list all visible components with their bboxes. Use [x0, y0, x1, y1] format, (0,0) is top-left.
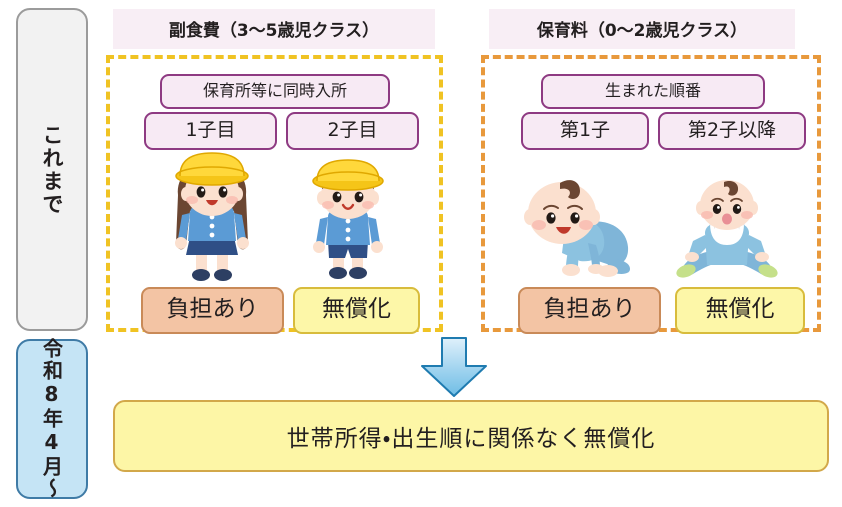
status-badge-meal-second-child: 無償化 — [293, 287, 420, 334]
timeline-future-label: 令和8年4月〜 — [39, 338, 64, 500]
outcome-banner-text: 世帯所得・出生順に関係なく無償化 — [286, 426, 656, 452]
order-pill-first-born: 第1子 — [521, 112, 649, 150]
boy-kindergartner-illustration — [312, 159, 384, 279]
order-pill-second-born-onward: 第2子以降 — [658, 112, 806, 150]
timeline-future-box: 令和8年4月〜 — [16, 338, 88, 500]
panel-meal-fee: 保育所等に同時入所 1子目 2子目 — [106, 55, 443, 334]
outcome-banner: 世帯所得・出生順に関係なく無償化 — [113, 400, 829, 472]
girl-kindergartner-illustration — [175, 152, 249, 281]
section-header-meal-fee: 副食費（3〜5歳児クラス） — [113, 9, 435, 49]
criterion-pill-meal-fee: 保育所等に同時入所 — [160, 74, 390, 109]
section-header-childcare-fee: 保育料（0〜2歳児クラス） — [489, 9, 795, 49]
down-arrow-icon — [421, 337, 487, 397]
order-pill-second-child: 2子目 — [286, 112, 419, 150]
timeline-past-label: これまで — [40, 123, 64, 216]
crawling-baby-illustration — [524, 180, 630, 277]
status-badge-meal-first-child: 負担あり — [141, 287, 284, 334]
order-pill-first-child: 1子目 — [144, 112, 277, 150]
status-badge-childcare-second-born: 無償化 — [675, 287, 805, 334]
panel-childcare-fee: 生まれた順番 第1子 第2子以降 — [481, 55, 821, 334]
sitting-baby-illustration — [676, 180, 778, 278]
criterion-pill-childcare-fee: 生まれた順番 — [541, 74, 765, 109]
status-badge-childcare-first-born: 負担あり — [518, 287, 661, 334]
timeline-past-box: これまで — [16, 8, 88, 331]
